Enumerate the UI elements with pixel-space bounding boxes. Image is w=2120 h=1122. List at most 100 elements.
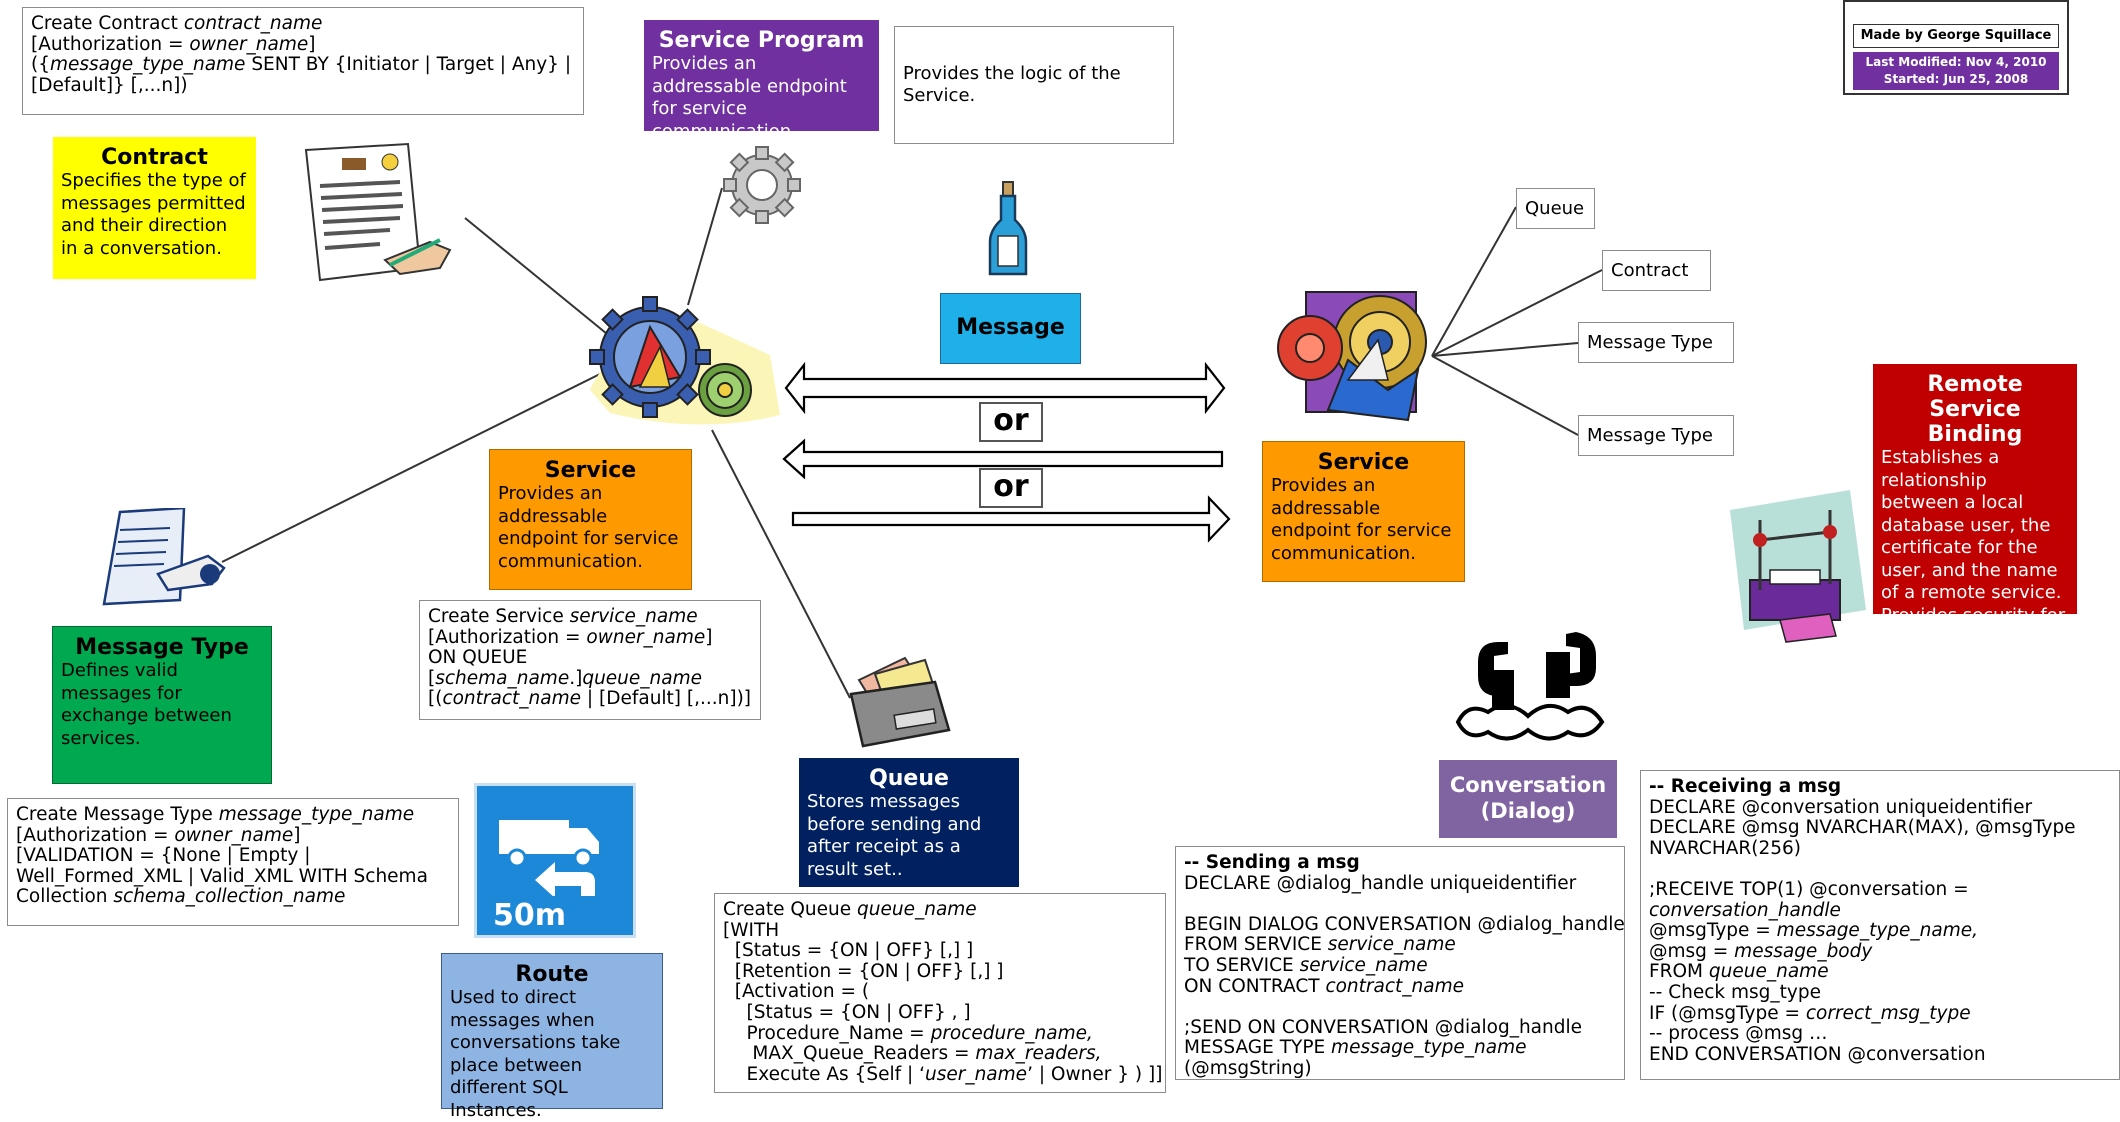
code-line: IF (@msgType = correct_msg_type bbox=[1649, 1002, 2111, 1025]
code-segment: NVARCHAR(256) bbox=[1649, 837, 1801, 859]
code-segment: ] bbox=[293, 824, 301, 846]
code-line: [schema_name.]queue_name bbox=[428, 667, 752, 690]
code-line: [Default]} [,...n]) bbox=[31, 74, 575, 97]
code-segment: ({ bbox=[31, 54, 50, 76]
queue-title: Queue bbox=[869, 766, 949, 791]
code-line: [(contract_name | [Default] [,...n])] bbox=[428, 689, 752, 710]
connector-right-queue bbox=[1431, 206, 1517, 357]
code-line: conversation_handle bbox=[1649, 899, 2111, 922]
code-line: FROM SERVICE service_name bbox=[1184, 935, 1616, 956]
code-segment: Well_Formed_XML | Valid_XML WITH Schema bbox=[16, 865, 428, 887]
code-segment: [Default]} [,...n]) bbox=[31, 74, 188, 96]
queue-desc: Stores messages before sending and after… bbox=[807, 791, 982, 880]
label-message-type-2: Message Type bbox=[1578, 415, 1734, 456]
code-segment: procedure_name, bbox=[930, 1022, 1093, 1044]
credits-author: Made by George Squillace bbox=[1853, 24, 2059, 48]
truck-icon bbox=[499, 820, 599, 896]
code-segment: TO SERVICE bbox=[1184, 954, 1300, 976]
code-segment: | [Default] [,...n])] bbox=[581, 688, 752, 710]
code-segment: owner_name bbox=[174, 824, 294, 846]
code-segment: message_type_name bbox=[50, 54, 246, 76]
code-segment: contract_name bbox=[183, 13, 323, 34]
code-segment: FROM SERVICE bbox=[1184, 934, 1328, 956]
connector-right-contract bbox=[1431, 269, 1603, 357]
code-line: Collection schema_collection_name bbox=[16, 887, 450, 908]
code-segment: DECLARE @msg NVARCHAR(MAX), @msgType bbox=[1649, 817, 2076, 839]
code-line: @msgType = message_type_name, bbox=[1649, 920, 2111, 942]
code-line: END CONVERSATION @conversation bbox=[1649, 1044, 2111, 1066]
message-type-document-icon bbox=[102, 508, 226, 606]
code-line: NVARCHAR(256) bbox=[1649, 837, 2111, 860]
conversation-box: Conversation (Dialog) bbox=[1439, 760, 1617, 838]
remote-binding-icon bbox=[1730, 490, 1866, 643]
conversation-title: Conversation (Dialog) bbox=[1449, 773, 1607, 823]
code-line: -- Receiving a msg bbox=[1649, 776, 2111, 798]
route-box: Route Used to direct messages when conve… bbox=[441, 953, 663, 1121]
queue-box: Queue Stores messages before sending and… bbox=[799, 758, 1019, 887]
message-type-box: Message Type Defines valid messages for … bbox=[52, 626, 272, 784]
code-segment: queue_name bbox=[582, 667, 702, 689]
code-line: [Status = {ON | OFF} [,] ] bbox=[723, 940, 1157, 962]
code-segment: [Authorization = bbox=[31, 33, 190, 55]
code-line: [WITH bbox=[723, 919, 1157, 942]
message-type-desc: Defines valid messages for exchange betw… bbox=[61, 660, 232, 749]
conversation-phones-icon bbox=[1455, 632, 1605, 741]
code-segment: Procedure_Name = bbox=[723, 1022, 931, 1044]
code-segment: schema_collection_name bbox=[113, 886, 346, 908]
code-line: Execute As {Self | ‘user_name’ | Owner }… bbox=[723, 1064, 1163, 1086]
connector-right-msgtype-1 bbox=[1431, 342, 1579, 357]
or-label-1: or bbox=[979, 402, 1043, 442]
code-segment: ] bbox=[705, 626, 713, 648]
service-right-desc: Provides an addressable endpoint for ser… bbox=[1271, 475, 1452, 564]
code-line: [Status = {ON | OFF} , ] bbox=[723, 1002, 1157, 1024]
connector-msgtype-service bbox=[221, 371, 605, 563]
code-segment: [VALIDATION = {None | Empty | bbox=[16, 845, 311, 867]
double-arrow bbox=[784, 361, 1226, 415]
code-line: BEGIN DIALOG CONVERSATION @dialog_handle bbox=[1184, 914, 1625, 936]
code-line: [Authorization = owner_name] bbox=[16, 824, 450, 847]
route-sign-distance: 50m bbox=[493, 898, 567, 933]
code-segment: @msg = bbox=[1649, 940, 1735, 962]
code-segment: @msgType = bbox=[1649, 920, 1777, 942]
queue-filebox-icon bbox=[849, 656, 951, 748]
code-line: Create Service service_name bbox=[428, 606, 752, 628]
code-segment: MAX_Queue_Readers = bbox=[723, 1043, 976, 1065]
code-line: [Authorization = owner_name] bbox=[31, 33, 575, 56]
service-program-desc: Provides an addressable endpoint for ser… bbox=[652, 53, 847, 142]
code-segment: message_type_name, bbox=[1776, 920, 1978, 942]
code-segment: conversation_handle bbox=[1649, 899, 1841, 921]
route-title: Route bbox=[515, 962, 589, 987]
service-right-title: Service bbox=[1317, 450, 1410, 475]
service-program-title: Service Program bbox=[658, 28, 865, 53]
connector-program-service bbox=[687, 187, 723, 306]
code-line: MAX_Queue_Readers = max_readers, bbox=[723, 1043, 1157, 1065]
code-segment: .] bbox=[569, 667, 583, 689]
code-segment: queue_name bbox=[857, 899, 977, 920]
code-segment: IF (@msgType = bbox=[1649, 1002, 1806, 1024]
code-segment: [( bbox=[428, 688, 443, 710]
code-segment: DECLARE @conversation uniqueidentifier bbox=[1649, 796, 2033, 818]
service-left-box: Service Provides an addressable endpoint… bbox=[489, 449, 692, 590]
connector-right-msgtype-2 bbox=[1431, 355, 1579, 436]
code-line: -- process @msg … bbox=[1649, 1023, 2111, 1045]
service-left-title: Service bbox=[544, 458, 637, 483]
contract-document-icon bbox=[304, 142, 452, 282]
code-segment: -- Check msg_type bbox=[1649, 981, 1822, 1003]
message-box: Message bbox=[940, 293, 1081, 364]
credits-dates: Last Modified: Nov 4, 2010 Started: Jun … bbox=[1853, 52, 2059, 90]
code-segment: Collection bbox=[16, 886, 114, 908]
code-segment: FROM bbox=[1649, 961, 1709, 983]
right-arrow bbox=[791, 495, 1231, 543]
left-arrow bbox=[782, 438, 1224, 480]
code-line bbox=[1184, 997, 1616, 1018]
label-message-type-1: Message Type bbox=[1578, 322, 1734, 363]
code-segment: [WITH bbox=[723, 919, 780, 941]
code-segment: ’ | Owner } ) ]] bbox=[1027, 1063, 1163, 1085]
message-bottle-icon bbox=[988, 181, 1028, 276]
code-line: DECLARE @conversation uniqueidentifier bbox=[1649, 796, 2111, 819]
create-service-code: Create Service service_name[Authorizatio… bbox=[419, 600, 761, 720]
code-line: [VALIDATION = {None | Empty | bbox=[16, 845, 450, 867]
